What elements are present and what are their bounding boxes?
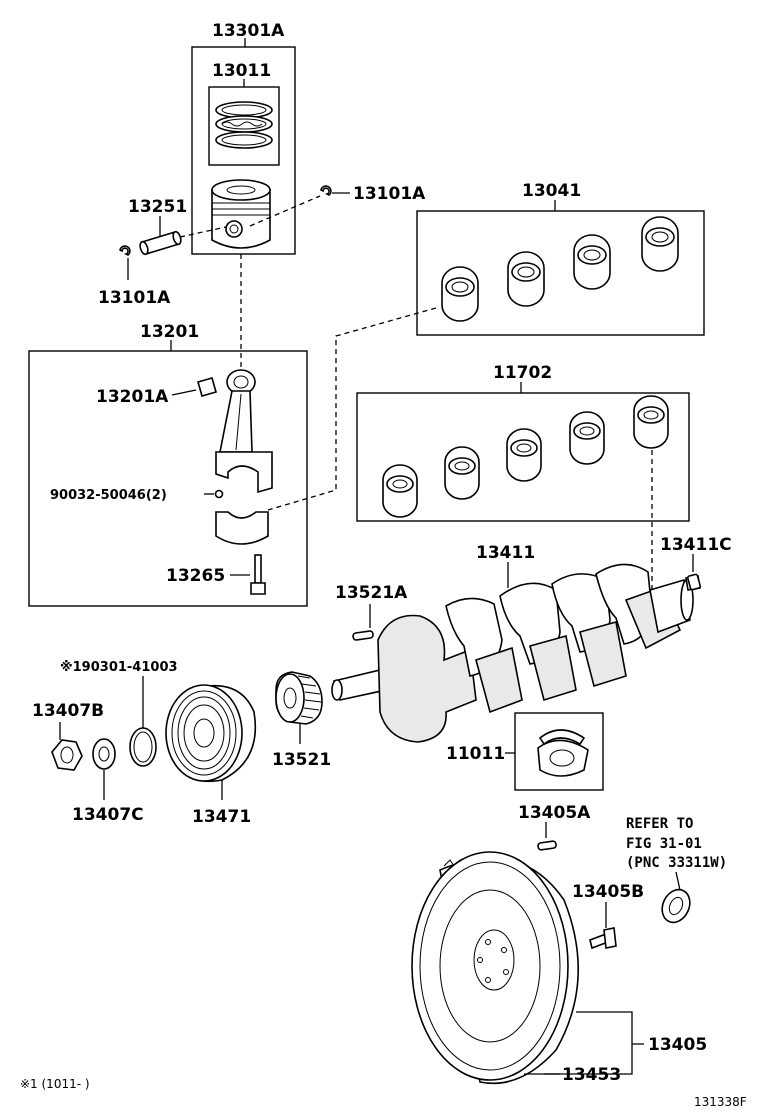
piston-rings-icon xyxy=(215,101,273,149)
flywheel-icon xyxy=(411,851,580,1085)
label-main-bearing-set[interactable]: 11702 xyxy=(493,363,552,383)
label-piston-set[interactable]: 13301A xyxy=(212,21,285,41)
pilot-bearing-icon xyxy=(687,573,701,591)
crank-timing-gear-icon xyxy=(275,671,323,725)
reference-line3: (PNC 33311W) xyxy=(626,855,727,871)
piston-icon xyxy=(211,179,271,249)
reference-line2: FIG 31-01 xyxy=(626,836,702,852)
label-crank-timing-gear[interactable]: 13521 xyxy=(272,750,331,770)
snap-ring-left-icon xyxy=(119,245,131,256)
label-snap-ring-right[interactable]: 13101A xyxy=(353,184,426,204)
main-bearings-icon xyxy=(382,395,669,518)
snap-ring-right-icon xyxy=(320,185,332,196)
thrust-washers-icon xyxy=(537,729,589,777)
main-bearing-box xyxy=(356,392,690,522)
rod-bushing-icon xyxy=(197,377,217,397)
label-rod-bolt[interactable]: 13265 xyxy=(166,566,225,586)
flywheel-bolt-icon xyxy=(589,927,617,950)
figure-id: 131338F xyxy=(694,1095,747,1109)
label-rod-bearing-set[interactable]: 13041 xyxy=(522,181,581,201)
label-ring-gear[interactable]: 13453 xyxy=(562,1065,621,1085)
pulley-washer-icon xyxy=(92,738,116,770)
thrust-washer-box xyxy=(514,712,604,791)
connecting-rod-icon xyxy=(215,369,273,494)
piston-set-box xyxy=(191,46,296,255)
label-crankshaft[interactable]: 13411 xyxy=(476,543,535,563)
label-flywheel-pin[interactable]: 13405A xyxy=(518,803,591,823)
label-flywheel-bolt[interactable]: 13405B xyxy=(572,882,644,902)
label-snap-ring-left[interactable]: 13101A xyxy=(98,288,171,308)
rear-bearing-icon xyxy=(661,888,691,924)
label-flywheel[interactable]: 13405 xyxy=(648,1035,707,1055)
rod-bearings-icon xyxy=(441,216,679,322)
label-pulley-washer[interactable]: 13407C xyxy=(72,805,144,825)
label-rod-nut[interactable]: 90032-50046(2) xyxy=(50,488,167,503)
reference-line1: REFER TO xyxy=(626,816,693,832)
label-rod-bushing[interactable]: 13201A xyxy=(96,387,169,407)
pulley-nut-icon xyxy=(51,739,83,771)
connecting-rod-box xyxy=(28,350,308,607)
rod-cap-icon xyxy=(215,511,269,545)
label-crank-key[interactable]: 13521A xyxy=(335,583,408,603)
crank-pulley-icon xyxy=(165,684,257,783)
rod-nut-icon xyxy=(214,489,224,499)
footnote: ※1 (1011- ) xyxy=(20,1077,90,1091)
label-crank-pulley[interactable]: 13471 xyxy=(192,807,251,827)
crank-key-icon xyxy=(352,630,374,641)
label-piston-pin[interactable]: 13251 xyxy=(128,197,187,217)
label-thrust-washer-set[interactable]: 11011 xyxy=(446,744,505,764)
flywheel-pin-icon xyxy=(537,840,557,851)
label-ring-set[interactable]: 13011 xyxy=(212,61,271,81)
label-oil-seal[interactable]: ※190301-41003 xyxy=(60,660,178,675)
label-pulley-nut[interactable]: 13407B xyxy=(32,701,104,721)
crankshaft-icon xyxy=(331,563,701,743)
rod-bolt-icon xyxy=(250,554,266,595)
label-pilot-bearing[interactable]: 13411C xyxy=(660,535,732,555)
label-connecting-rod[interactable]: 13201 xyxy=(140,322,199,342)
rod-bearing-box xyxy=(416,210,705,336)
